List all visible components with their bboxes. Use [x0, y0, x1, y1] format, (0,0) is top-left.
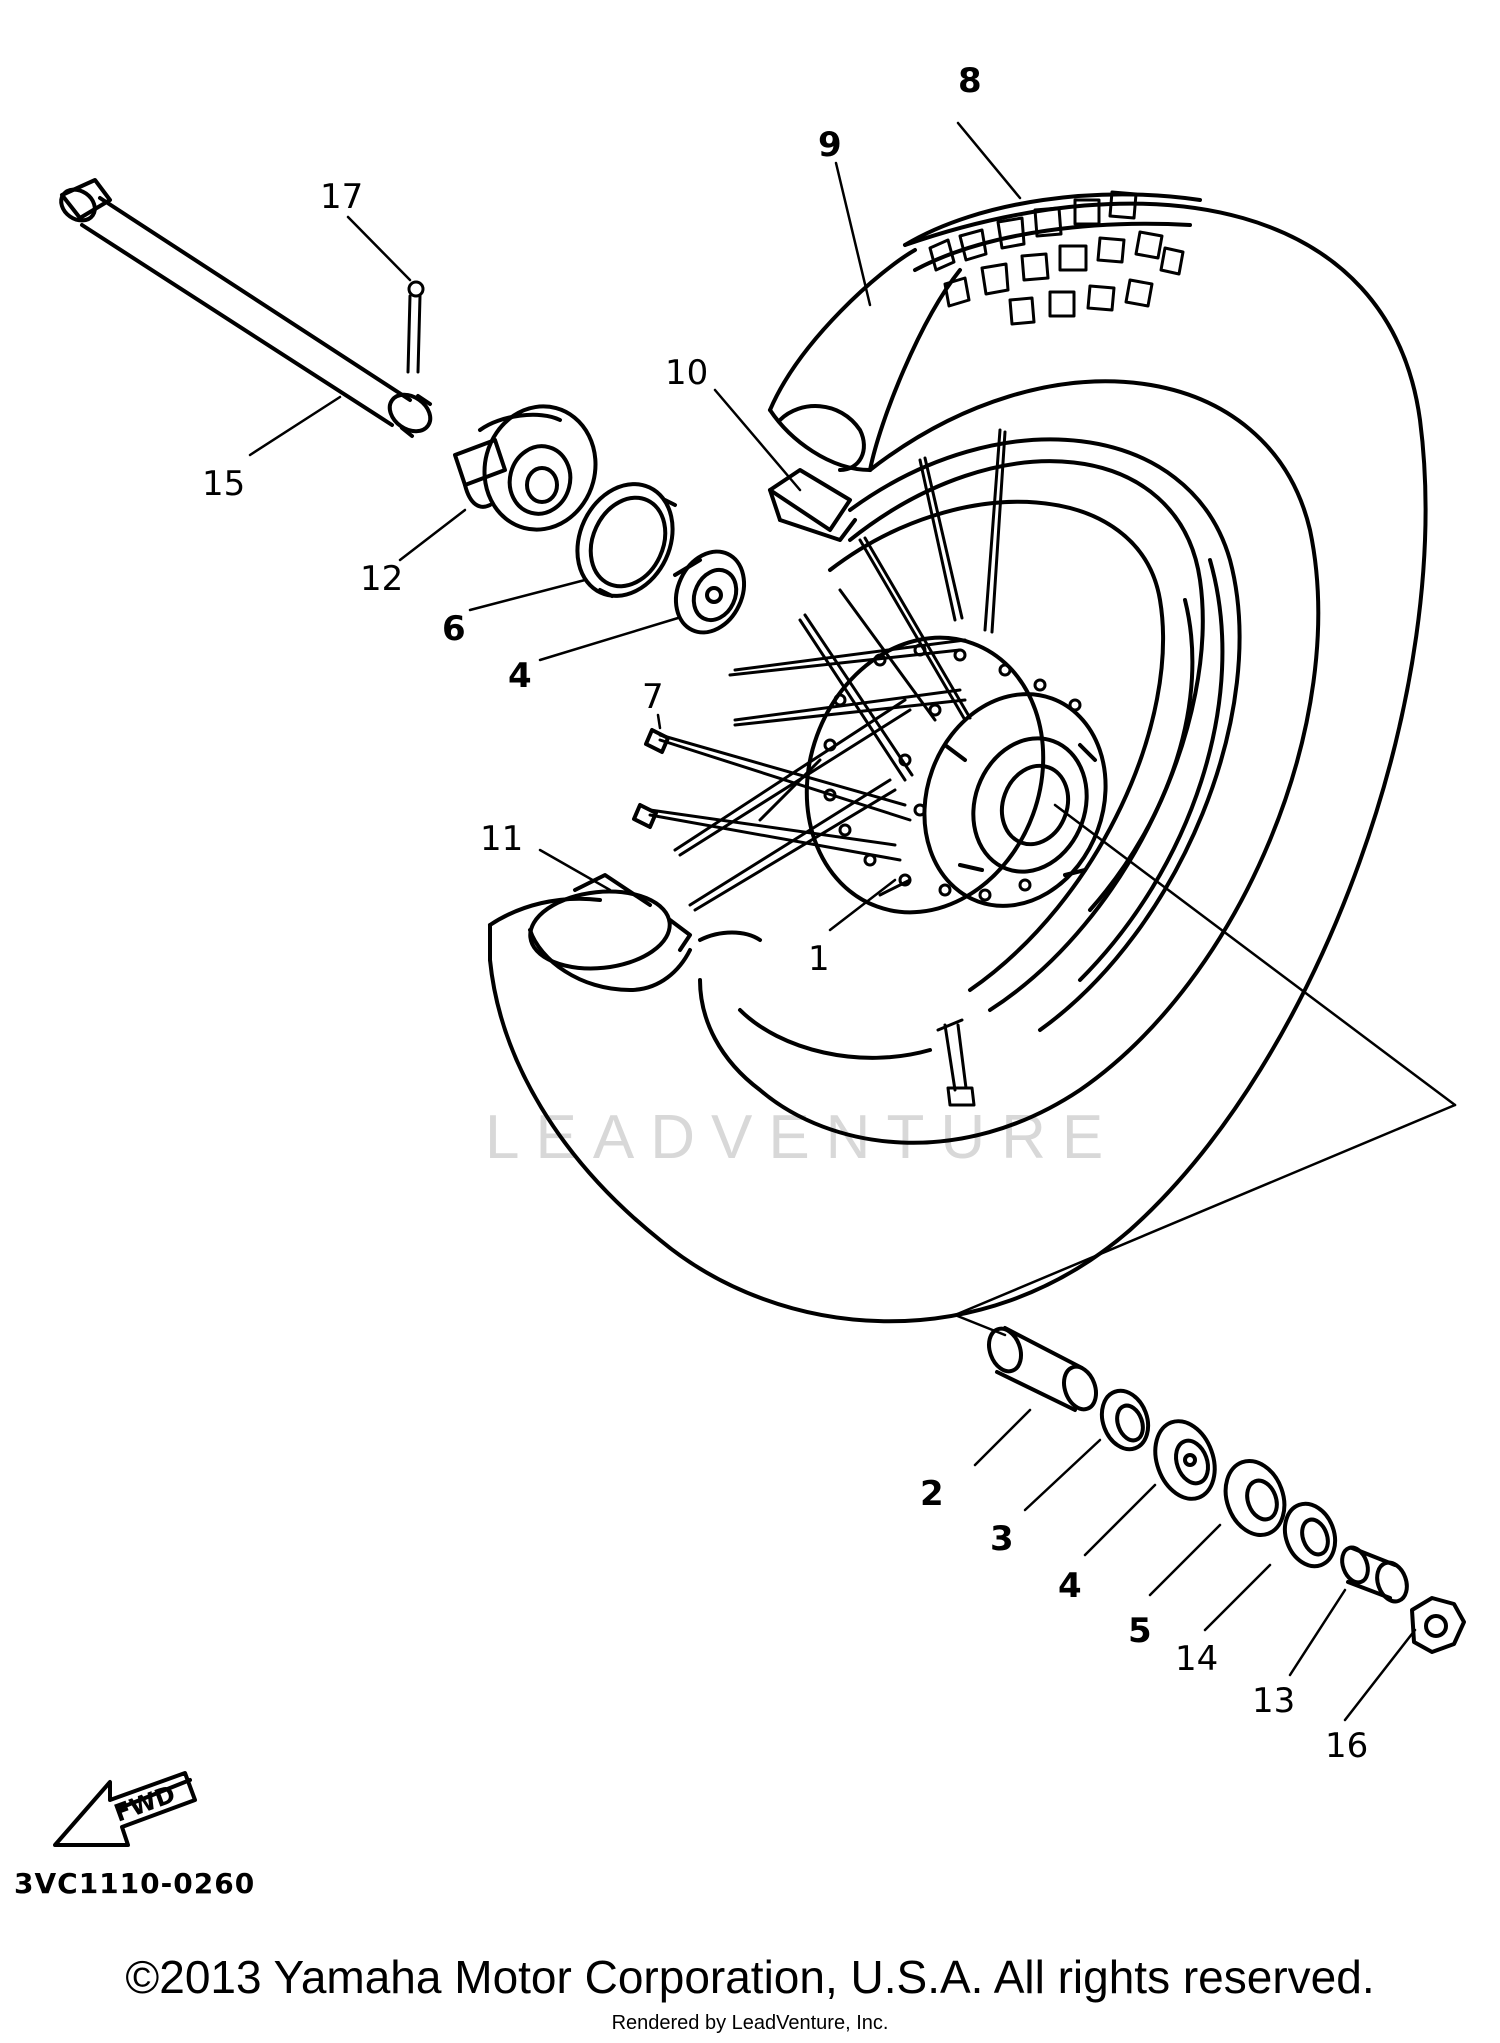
- callout-5: 5: [1128, 1611, 1152, 1651]
- callout-7: 7: [642, 677, 664, 717]
- callout-2: 2: [920, 1474, 944, 1514]
- tube-bottom-section: [528, 873, 692, 992]
- tire-tread-knobs: [928, 190, 1185, 326]
- oil-seal-upper: [575, 482, 677, 598]
- callout-17: 17: [320, 177, 363, 217]
- axle: [59, 178, 433, 438]
- callout-12: 12: [360, 559, 403, 599]
- callout-6: 6: [442, 609, 466, 649]
- collar-13: [1340, 1545, 1409, 1604]
- cotter-pin: [406, 280, 425, 374]
- bearing-upper: [673, 549, 747, 635]
- callout-3: 3: [990, 1519, 1014, 1559]
- callout-16: 16: [1325, 1726, 1368, 1766]
- bearing-lower: [1153, 1419, 1217, 1501]
- valve-stem: [936, 1018, 976, 1107]
- speedometer-gear-unit: [453, 404, 598, 532]
- spacer-3: [1099, 1388, 1151, 1452]
- callout-13: 13: [1252, 1681, 1295, 1721]
- callout-9: 9: [818, 125, 842, 165]
- figure-code: 3VC1110-0260: [14, 1867, 255, 1900]
- callout-10: 10: [665, 353, 708, 393]
- callout-4-upper: 4: [508, 656, 532, 696]
- collar-2: [987, 1326, 1098, 1412]
- leader-lines: [248, 121, 1417, 1722]
- spoke-nipples: [632, 728, 670, 829]
- callout-14: 14: [1175, 1639, 1218, 1679]
- assembly-guide-lines: [953, 803, 1457, 1337]
- rendered-by-note: Rendered by LeadVenture, Inc.: [611, 2012, 889, 2034]
- copyright-notice: ©2013 Yamaha Motor Corporation, U.S.A. A…: [125, 1951, 1375, 2003]
- inner-tube: [768, 248, 962, 472]
- callout-4-lower: 4: [1058, 1566, 1082, 1606]
- axle-nut-16: [1410, 1596, 1466, 1654]
- circlip-14: [1282, 1501, 1338, 1569]
- callout-11: 11: [480, 819, 523, 859]
- rim-band: [768, 468, 857, 542]
- spokes: [648, 428, 1007, 912]
- callout-1: 1: [808, 939, 830, 979]
- callout-8: 8: [958, 61, 982, 101]
- callout-15: 15: [202, 464, 245, 504]
- fwd-arrow-icon: [53, 1771, 197, 1847]
- oil-seal-lower-5: [1223, 1459, 1287, 1537]
